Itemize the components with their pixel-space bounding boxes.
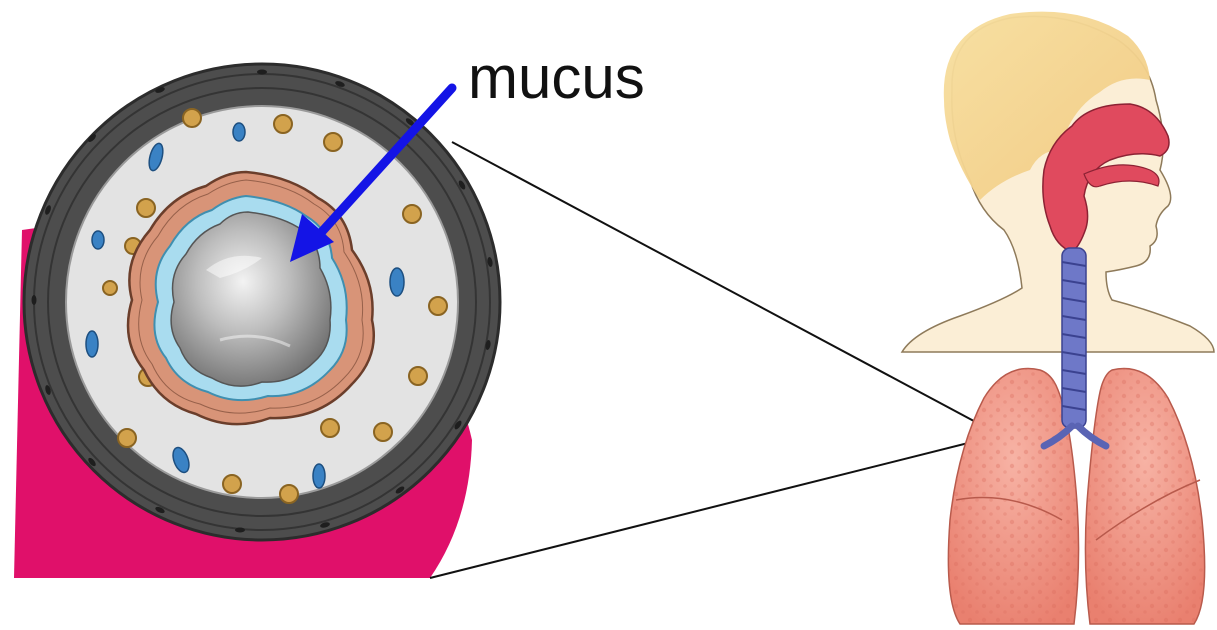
- airway-cross-section: [14, 64, 500, 578]
- trachea: [1062, 248, 1086, 428]
- mucus-label: mucus: [468, 44, 645, 111]
- zoom-lines: [430, 142, 1000, 578]
- right-lung-texture: [1085, 369, 1204, 624]
- zoom-line-bottom: [430, 435, 1000, 578]
- zoom-line-top: [452, 142, 1000, 435]
- left-lung-texture: [948, 369, 1078, 624]
- respiratory-system-figure: [902, 12, 1214, 624]
